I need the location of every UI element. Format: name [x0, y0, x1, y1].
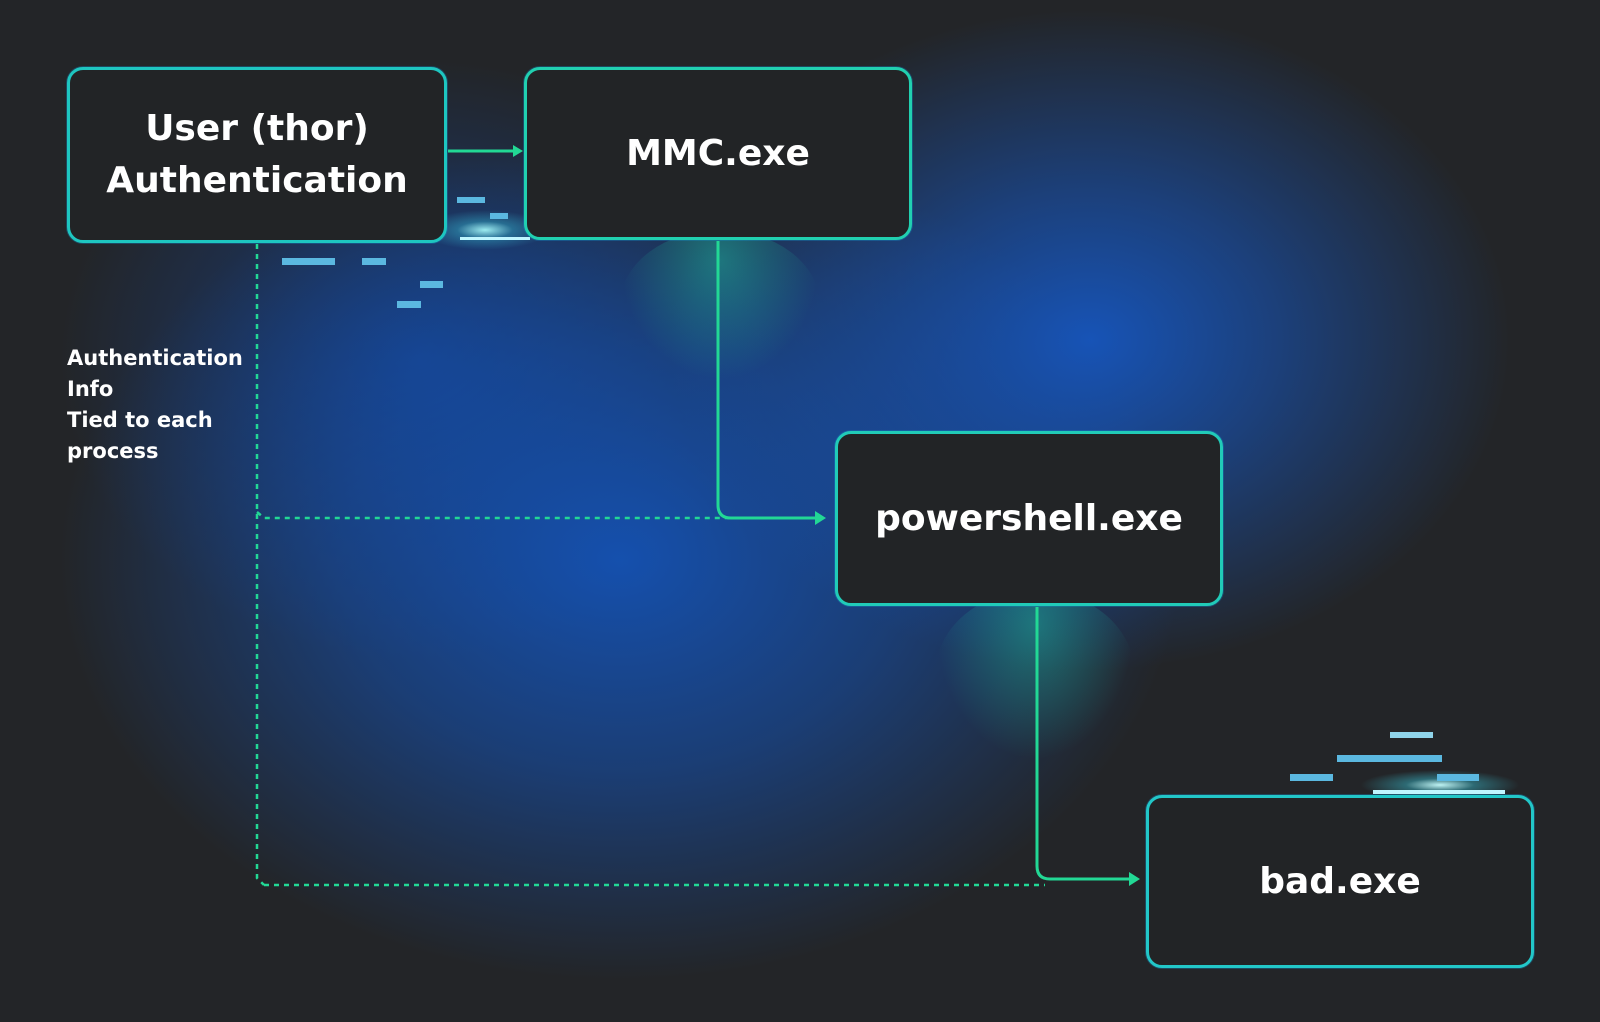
node-user-authentication: User (thor) Authentication [67, 67, 447, 243]
accent-mark [420, 281, 443, 288]
node-mmc: MMC.exe [524, 67, 912, 240]
node-powershell: powershell.exe [835, 431, 1223, 606]
accent-mark [397, 301, 421, 308]
auth-info-line: Info [67, 377, 114, 401]
accent-mark [460, 237, 530, 240]
edge-mmc-to-powershell [716, 241, 818, 520]
node-bad: bad.exe [1146, 795, 1534, 968]
accent-mark [457, 197, 485, 203]
node-powershell-label: powershell.exe [875, 497, 1183, 539]
accent-mark [1290, 774, 1333, 781]
node-user-line2: Authentication [106, 160, 408, 201]
node-bad-label: bad.exe [1259, 860, 1421, 902]
accent-mark [490, 213, 508, 219]
arrowhead-user-to-mmc [513, 145, 523, 157]
node-user-line1: User (thor) [145, 108, 369, 149]
dashed-auth-to-powershell [256, 511, 740, 520]
auth-info-label: Authentication Info Tied to each process [67, 343, 267, 467]
auth-info-line: Authentication [67, 346, 243, 370]
arrowhead-powershell-to-bad [1129, 872, 1140, 886]
accent-mark [282, 258, 335, 265]
edge-powershell-to-bad [1035, 607, 1131, 881]
accent-mark [362, 258, 386, 265]
accent-mark [1373, 790, 1505, 794]
accent-mark [1337, 755, 1442, 762]
auth-info-line: Tied to each [67, 408, 213, 432]
accent-mark [1390, 732, 1433, 738]
auth-info-line: process [67, 439, 159, 463]
arrowhead-mmc-to-powershell [815, 511, 826, 525]
accent-mark [1437, 774, 1479, 781]
node-mmc-label: MMC.exe [626, 132, 810, 174]
dashed-auth-trunk [255, 244, 265, 886]
